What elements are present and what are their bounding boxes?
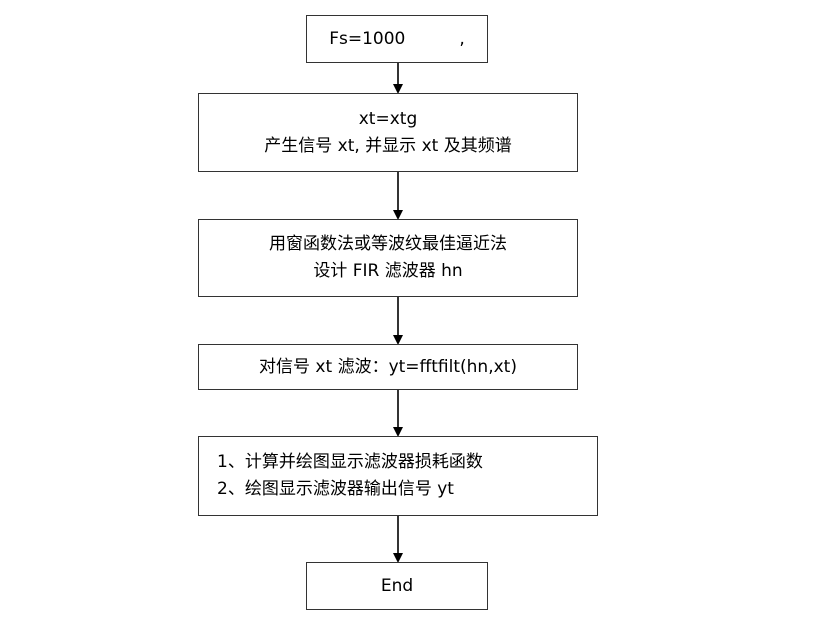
step-plot-results-line2: 2、绘图显示滤波器输出信号 yt (217, 479, 454, 499)
step-init-fs: Fs=1000 , (306, 15, 488, 63)
step-filter-signal: 对信号 xt 滤波：yt=fftfilt(hn,xt) (198, 344, 578, 390)
step-plot-results: 1、计算并绘图显示滤波器损耗函数 2、绘图显示滤波器输出信号 yt (198, 436, 598, 516)
step-filter-signal-text: 对信号 xt 滤波：yt=fftfilt(hn,xt) (259, 356, 517, 377)
step-generate-signal-line2: 产生信号 xt, 并显示 xt 及其频谱 (264, 135, 512, 156)
step-end-text: End (380, 575, 414, 596)
step-design-filter-line2: 设计 FIR 滤波器 hn (313, 261, 463, 281)
step-generate-signal: xt=xtg 产生信号 xt, 并显示 xt 及其频谱 (198, 93, 578, 172)
step-design-filter-line1: 用窗函数法或等波纹最佳逼近法 (269, 234, 507, 254)
step-end: End (306, 562, 488, 610)
step-generate-signal-line1: xt=xtg (358, 108, 418, 129)
step-design-filter: 用窗函数法或等波纹最佳逼近法 设计 FIR 滤波器 hn (198, 219, 578, 297)
step-init-fs-text: Fs=1000 , (329, 28, 465, 49)
step-plot-results-line1: 1、计算并绘图显示滤波器损耗函数 (217, 452, 483, 472)
